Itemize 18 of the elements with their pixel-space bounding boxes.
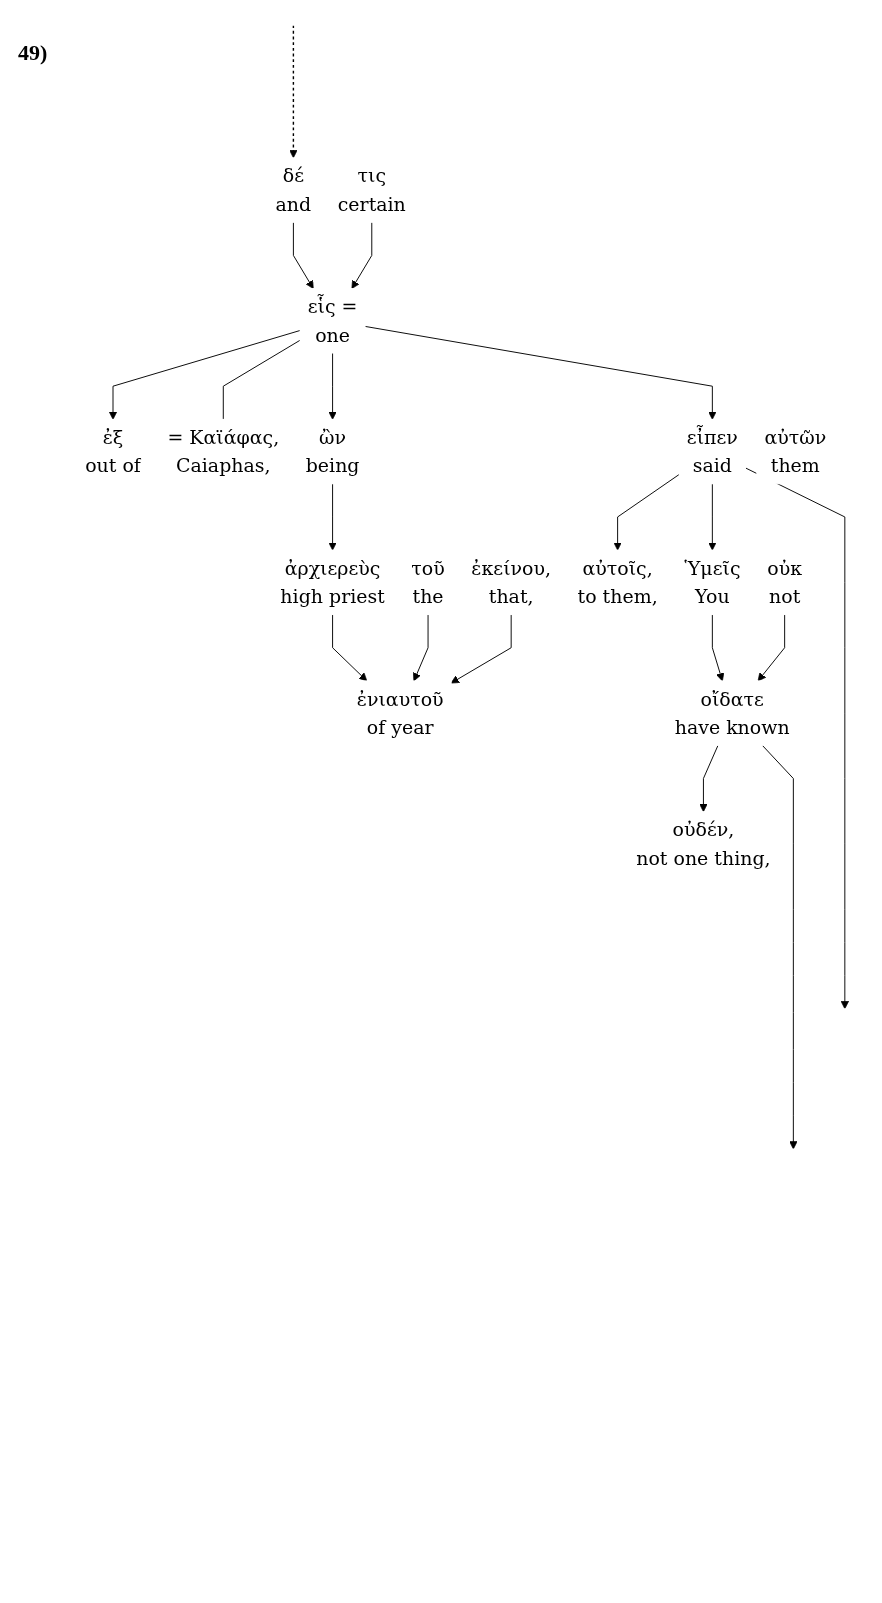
node-text: ἐκείνου, that,: [471, 556, 552, 608]
node-text: δέ and: [275, 164, 312, 216]
node-text: ἀρχιερεὺς high priest: [280, 556, 385, 608]
verse-number: 49): [18, 40, 48, 66]
node-text: = Καϊάφας, Caiaphas,: [167, 425, 280, 478]
node-text: Ὑμεῖς You: [684, 556, 741, 608]
node-text: τοῦ the: [411, 556, 445, 608]
arrow: [289, 24, 298, 159]
node-text: οἴδατε have known: [674, 687, 790, 739]
node-text: αὐτοῖς, to them,: [577, 556, 658, 608]
node-text: εἷς = one: [307, 295, 358, 347]
node-text: οὐκ not: [767, 556, 803, 608]
node-text: οὐδέν, not one thing,: [636, 818, 771, 870]
node-text: ἐνιαυτοῦ of year: [356, 687, 444, 739]
connector: [222, 339, 301, 420]
node-text: ὢν being: [305, 425, 360, 478]
node-text: εἶπεν said: [686, 425, 738, 478]
node-text: τις certain: [337, 164, 406, 216]
